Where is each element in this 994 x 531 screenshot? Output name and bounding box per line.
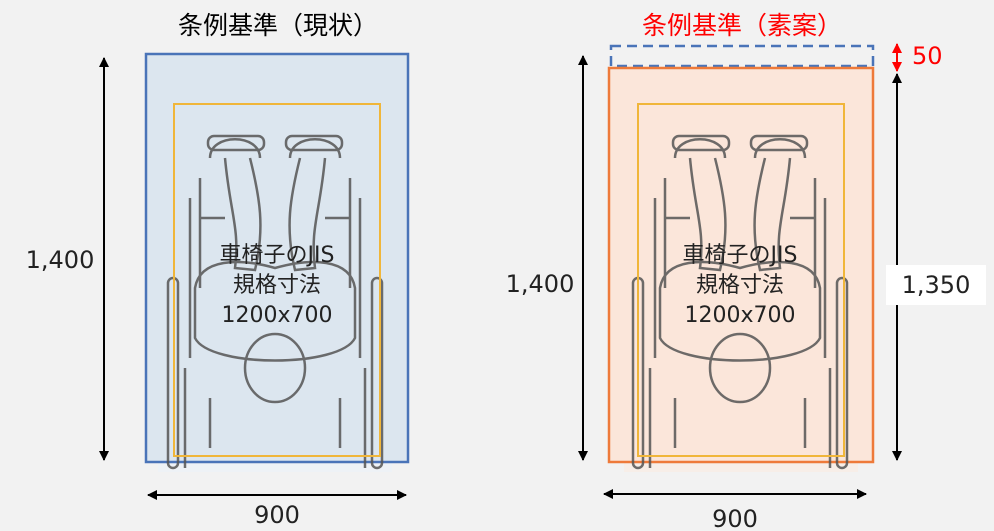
right-width-label: 900 bbox=[712, 505, 758, 531]
left-height-label: 1,400 bbox=[26, 246, 95, 274]
left-width-label: 900 bbox=[254, 501, 300, 529]
right-jis-line-1: 車椅子のJIS bbox=[683, 243, 798, 268]
reduced-height-label-bg bbox=[886, 265, 986, 305]
left-jis-line-3: 1200x700 bbox=[222, 303, 333, 328]
right-extension-strip bbox=[609, 44, 875, 68]
right-panel: 条例基準（素案） 車椅子のJIS 規格寸法 1200x700 1,400 50 … bbox=[506, 11, 986, 531]
right-height-label: 1,400 bbox=[506, 270, 575, 298]
left-panel: 条例基準（現状） 車椅子のJIS 規格寸法 1200x700 1,400 900 bbox=[26, 11, 410, 529]
extension-label: 50 bbox=[912, 42, 943, 70]
left-jis-line-1: 車椅子のJIS bbox=[220, 243, 335, 268]
left-jis-line-2: 規格寸法 bbox=[233, 273, 321, 298]
reduced-height-label: 1,350 bbox=[902, 271, 971, 299]
left-title: 条例基準（現状） bbox=[178, 11, 378, 40]
left-jis-box bbox=[173, 103, 381, 457]
right-jis-box bbox=[637, 103, 845, 457]
right-title: 条例基準（素案） bbox=[642, 11, 842, 40]
right-jis-line-2: 規格寸法 bbox=[696, 273, 784, 298]
right-jis-line-3: 1200x700 bbox=[685, 303, 796, 328]
